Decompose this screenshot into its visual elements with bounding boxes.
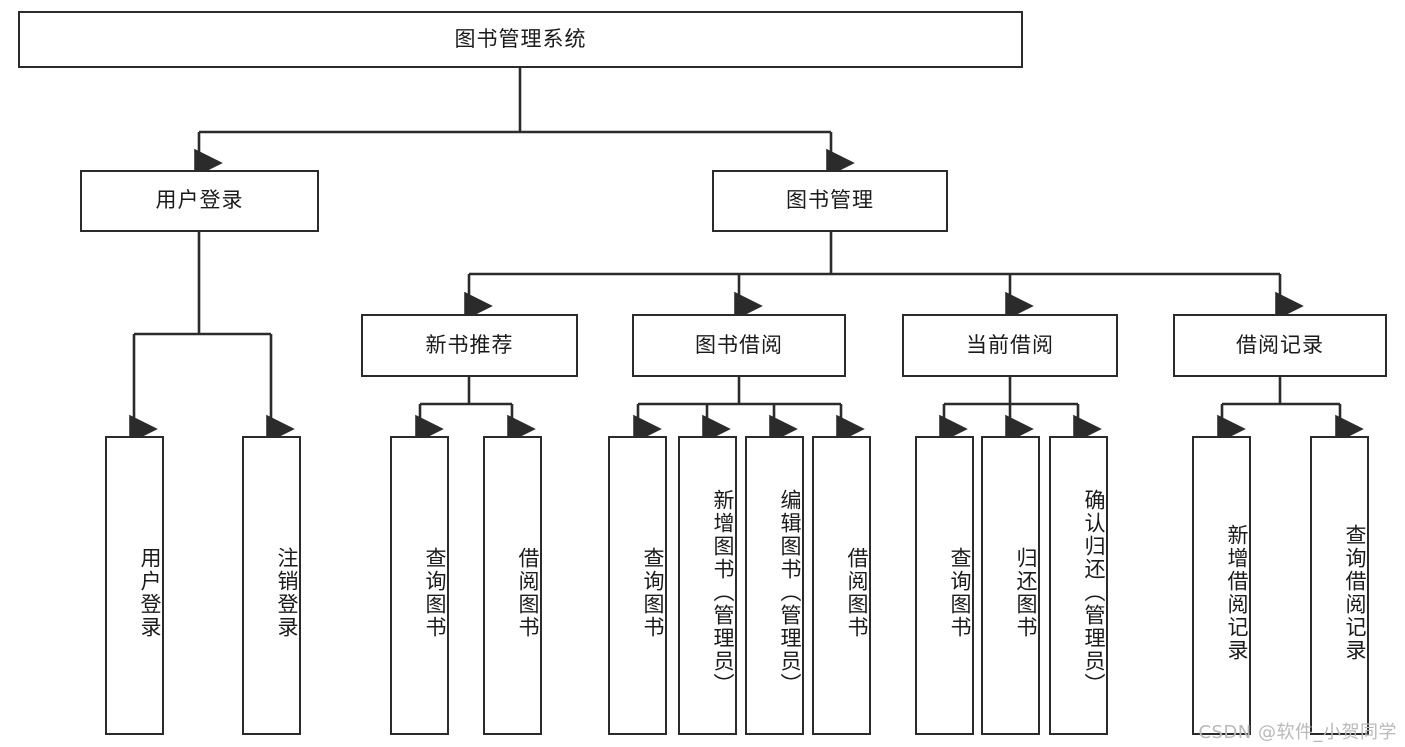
node-leaf-user-login-logout-label: 注销登录 — [275, 546, 299, 639]
node-current-borrow-label: 当前借阅 — [966, 332, 1054, 357]
node-leaf-book-borrow-add[interactable]: 新增图书（管理员） — [678, 436, 737, 735]
node-leaf-borrow-record-query-label: 查询借阅记录 — [1343, 523, 1367, 662]
node-leaf-borrow-record-add[interactable]: 新增借阅记录 — [1192, 436, 1251, 735]
node-leaf-current-borrow-query[interactable]: 查询图书 — [915, 436, 974, 735]
watermark-text: CSDN @软件_小贺同学 — [1198, 722, 1397, 743]
node-root-system-label: 图书管理系统 — [454, 26, 587, 51]
node-book-borrow[interactable]: 图书借阅 — [632, 314, 846, 377]
node-borrow-record[interactable]: 借阅记录 — [1173, 314, 1387, 377]
node-borrow-record-label: 借阅记录 — [1236, 332, 1324, 357]
node-book-management[interactable]: 图书管理 — [712, 170, 948, 232]
node-leaf-book-borrow-add-label: 新增图书（管理员） — [711, 489, 735, 696]
node-leaf-book-borrow-query[interactable]: 查询图书 — [608, 436, 667, 735]
node-leaf-new-book-query-label: 查询图书 — [423, 546, 447, 639]
node-leaf-book-borrow-borrow-label: 借阅图书 — [845, 546, 869, 639]
node-leaf-current-borrow-confirm[interactable]: 确认归还（管理员） — [1049, 436, 1108, 735]
node-leaf-book-borrow-borrow[interactable]: 借阅图书 — [812, 436, 871, 735]
node-leaf-user-login-logout[interactable]: 注销登录 — [242, 436, 301, 735]
node-leaf-user-login-login-label: 用户登录 — [138, 546, 162, 639]
node-user-login[interactable]: 用户登录 — [80, 170, 319, 232]
node-leaf-user-login-login[interactable]: 用户登录 — [105, 436, 164, 735]
node-leaf-current-borrow-query-label: 查询图书 — [948, 546, 972, 639]
node-leaf-new-book-query[interactable]: 查询图书 — [390, 436, 449, 735]
node-leaf-borrow-record-query[interactable]: 查询借阅记录 — [1310, 436, 1369, 735]
node-book-borrow-label: 图书借阅 — [695, 332, 783, 357]
node-leaf-current-borrow-return[interactable]: 归还图书 — [981, 436, 1040, 735]
node-leaf-borrow-record-add-label: 新增借阅记录 — [1225, 523, 1249, 662]
node-new-book-recommend[interactable]: 新书推荐 — [361, 314, 578, 377]
node-leaf-book-borrow-query-label: 查询图书 — [641, 546, 665, 639]
node-leaf-book-borrow-edit[interactable]: 编辑图书（管理员） — [745, 436, 804, 735]
node-leaf-new-book-borrow-label: 借阅图书 — [516, 546, 540, 639]
node-user-login-label: 用户登录 — [155, 188, 244, 213]
node-leaf-book-borrow-edit-label: 编辑图书（管理员） — [778, 489, 802, 696]
node-root-system[interactable]: 图书管理系统 — [18, 11, 1023, 68]
node-leaf-current-borrow-confirm-label: 确认归还（管理员） — [1082, 489, 1106, 696]
node-leaf-current-borrow-return-label: 归还图书 — [1014, 546, 1038, 639]
node-new-book-recommend-label: 新书推荐 — [425, 332, 514, 357]
node-current-borrow[interactable]: 当前借阅 — [902, 314, 1118, 377]
node-book-management-label: 图书管理 — [786, 188, 874, 213]
node-leaf-new-book-borrow[interactable]: 借阅图书 — [483, 436, 542, 735]
